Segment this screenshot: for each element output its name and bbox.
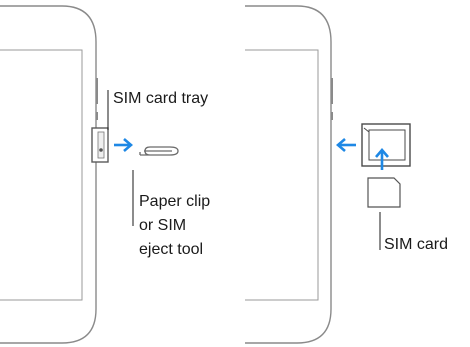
sim-card-label: SIM card [384, 236, 448, 253]
arrow-up-icon [375, 148, 389, 170]
left-panel: SIM card tray Paper clip or SIM eject to… [0, 5, 210, 344]
right-phone-outline [245, 5, 332, 344]
left-phone-outline [0, 5, 97, 344]
arrow-left-icon [336, 138, 356, 152]
paper-clip-label-line1: Paper clip [139, 193, 210, 210]
left-sim-tray [91, 127, 109, 163]
paper-clip-label-line2: or SIM [139, 217, 186, 234]
paper-clip-icon [139, 146, 179, 156]
left-phone-screen [0, 49, 83, 301]
paper-clip-label-line3: eject tool [139, 241, 203, 258]
tray-label: SIM card tray [113, 90, 208, 107]
right-panel: SIM card [245, 5, 448, 344]
sim-card-icon [367, 177, 401, 208]
arrow-right-icon [114, 138, 133, 152]
right-phone-screen [245, 49, 319, 301]
sim-tray-removed [361, 123, 411, 167]
